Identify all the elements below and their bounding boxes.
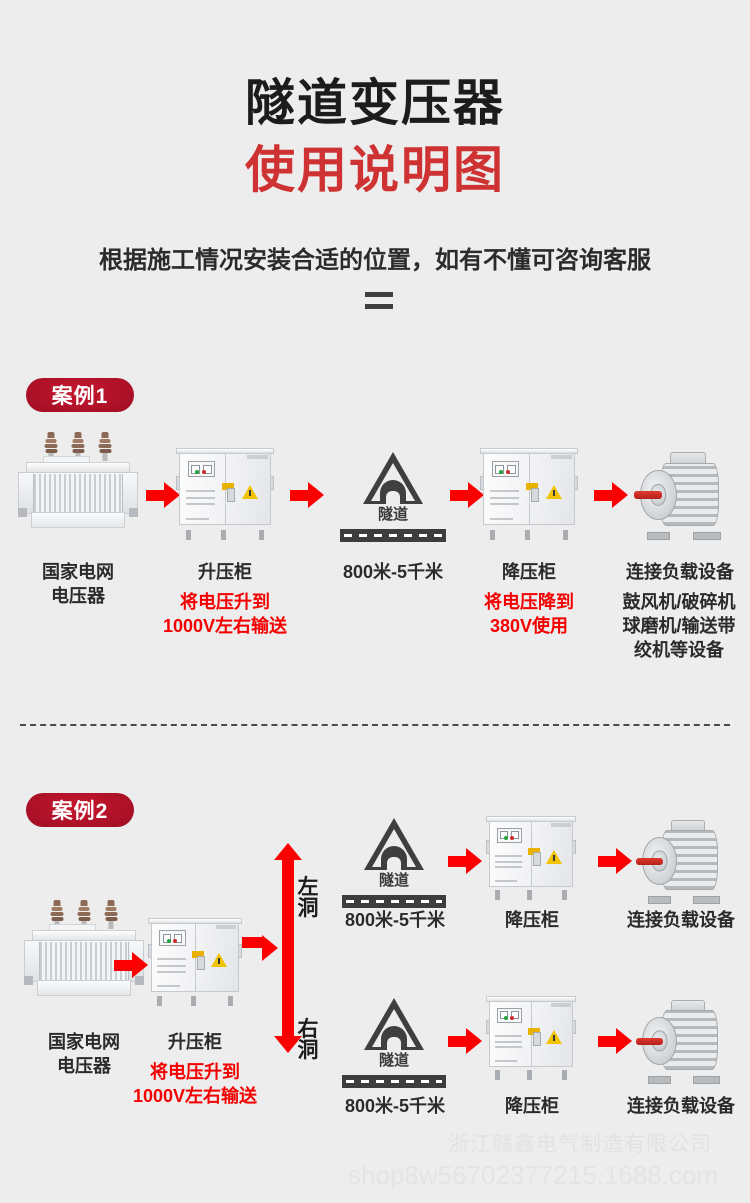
arrow-right-icon (594, 482, 628, 508)
case1-motor-note3: 绞机等设备 (634, 640, 724, 660)
branch-top-label: 左洞 (297, 876, 319, 920)
case2-branchA-tunnel: 隧道 (342, 818, 446, 908)
tunnel-sign-label: 隧道 (377, 506, 408, 523)
page-subtitle-red: 使用说明图 (245, 142, 505, 198)
arrow-right-icon (114, 952, 148, 978)
step-down-cabinet-icon (486, 996, 576, 1080)
case2-branchA-cabinet-label: 降压柜 (505, 910, 559, 930)
tunnel-sign-icon: 隧道 (342, 818, 446, 908)
case-2-badge: 案例2 (26, 793, 134, 827)
case1-stepup-label: 升压柜 (198, 562, 252, 582)
case2-branchA-motor-label: 连接负载设备 (627, 910, 735, 930)
tunnel-sign-icon: 隧道 (340, 452, 446, 542)
road-icon (342, 1074, 446, 1088)
case2-branchB-tunnel: 隧道 (342, 998, 446, 1088)
arrow-right-icon (146, 482, 180, 508)
case1-motor-note: 鼓风机/破碎机 (622, 592, 736, 612)
road-icon (340, 528, 446, 542)
case1-motor-note2: 球磨机/输送带 (622, 616, 736, 636)
case2-branchA-tunnel-label: 800米-5千米 (344, 910, 446, 930)
road-icon (342, 894, 446, 908)
case2-branchB-tunnel-label: 800米-5千米 (344, 1096, 446, 1116)
arrow-right-icon (598, 848, 632, 874)
case1-stage-transformer (16, 432, 140, 532)
motor-icon (632, 450, 738, 540)
case1-stepup-note: 将电压升到 (180, 592, 270, 612)
case2-stage-stepup-cabinet (148, 918, 242, 1006)
step-up-cabinet-icon (176, 448, 274, 540)
arrow-right-icon (450, 482, 484, 508)
step-up-cabinet-icon (148, 918, 242, 1006)
instruction-text: 根据施工情况安装合适的位置，如有不懂可咨询客服 (99, 247, 651, 274)
case2-branchB-motor-label: 连接负载设备 (627, 1096, 735, 1116)
case1-tunnel-label: 800米-5千米 (342, 562, 444, 582)
transformer-icon (22, 900, 146, 1000)
transformer-icon (16, 432, 140, 532)
case1-transformer-label2: 电压器 (51, 586, 105, 606)
section-divider (20, 724, 730, 726)
case2-branchB-cabinet (486, 996, 576, 1080)
tunnel-sign-icon: 隧道 (342, 998, 446, 1088)
case2-stepup-label: 升压柜 (168, 1032, 222, 1052)
motor-icon (634, 818, 736, 904)
case2-transformer-label: 国家电网 (48, 1032, 120, 1052)
branch-bottom-label: 右洞 (297, 1018, 319, 1062)
case2-stepup-note: 将电压升到 (150, 1062, 240, 1082)
case1-stepdown-note2: 380V使用 (489, 616, 569, 636)
case1-motor-label: 连接负载设备 (626, 562, 734, 582)
watermark-company: 浙江赣鑫电气制造有限公司 (448, 1133, 712, 1156)
step-down-cabinet-icon (480, 448, 578, 540)
case-1-badge: 案例1 (26, 378, 134, 412)
case2-branchB-cabinet-label: 降压柜 (505, 1096, 559, 1116)
watermark-shop-url: shop8w56702377215.1688.com (348, 1160, 719, 1190)
case1-stepdown-note: 将电压降到 (484, 592, 574, 612)
arrow-right-icon (598, 1028, 632, 1054)
case1-stepdown-label: 降压柜 (502, 562, 556, 582)
case2-branchA-motor (634, 818, 736, 904)
case2-stage-transformer (22, 900, 146, 1000)
case1-stepup-note2: 1000V左右输送 (162, 616, 288, 636)
case2-stepup-note2: 1000V左右输送 (132, 1086, 258, 1106)
equals-divider-icon (365, 292, 393, 309)
case2-branchA-cabinet (486, 816, 576, 900)
tunnel-sign-label: 隧道 (378, 872, 409, 889)
motor-icon (634, 998, 736, 1084)
tunnel-sign-label: 隧道 (378, 1052, 409, 1069)
arrow-right-icon (448, 848, 482, 874)
page-title: 隧道变压器 (245, 75, 505, 131)
arrow-right-icon (448, 1028, 482, 1054)
case1-transformer-label: 国家电网 (42, 562, 114, 582)
case1-stage-tunnel: 隧道 (340, 452, 446, 542)
case1-stage-stepup-cabinet (176, 448, 274, 540)
step-down-cabinet-icon (486, 816, 576, 900)
case1-stage-motor (632, 450, 738, 540)
case2-transformer-label2: 电压器 (57, 1056, 111, 1076)
case2-branchB-motor (634, 998, 736, 1084)
branch-arrow-icon (242, 843, 308, 1053)
case1-stage-stepdown-cabinet (480, 448, 578, 540)
arrow-right-icon (290, 482, 324, 508)
